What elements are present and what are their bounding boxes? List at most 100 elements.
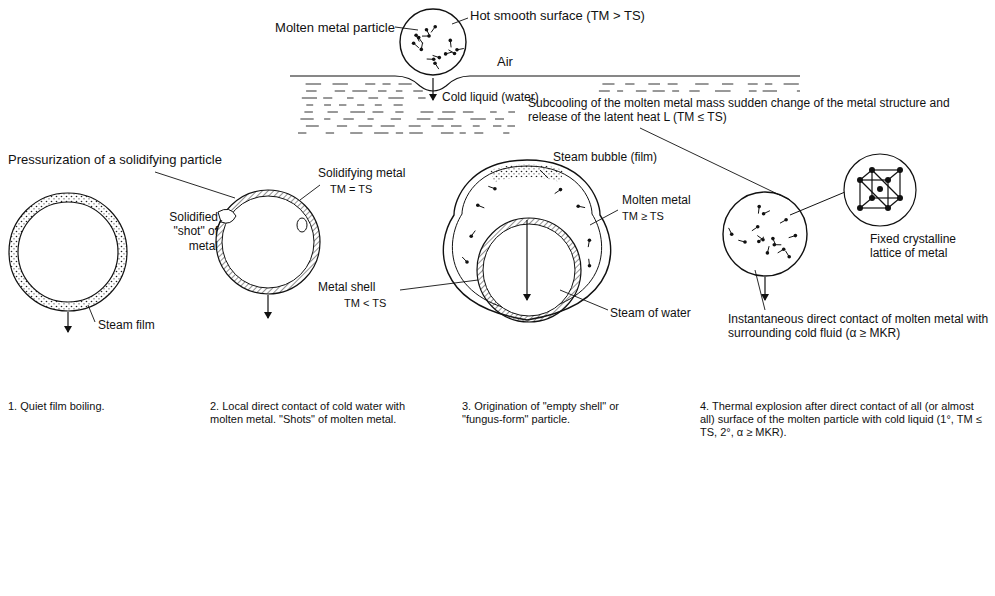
stage-caption: 4. Thermal explosion after direct contac… xyxy=(700,400,990,440)
lattice-atoms xyxy=(857,167,903,211)
molecule xyxy=(789,236,796,238)
water-dash xyxy=(636,91,647,92)
stage-caption: 3. Origination of "empty shell" or "fung… xyxy=(462,400,652,426)
molecule xyxy=(588,240,589,247)
water-dash xyxy=(368,98,378,99)
lattice-inset xyxy=(844,154,916,226)
water-dash xyxy=(343,119,353,120)
water-dash xyxy=(715,91,731,92)
molecule xyxy=(767,246,769,253)
water-dash xyxy=(306,84,322,85)
water-dash xyxy=(625,84,634,85)
steam-bubble xyxy=(443,160,610,320)
water-dash xyxy=(388,98,404,99)
water-dash xyxy=(302,98,317,99)
water-dash xyxy=(409,126,421,127)
water-dash xyxy=(695,84,708,85)
molecule xyxy=(757,236,763,240)
callout-label: Subcooling of the molten metal mass sudd… xyxy=(528,96,988,125)
callout-label: TM ≥ TS xyxy=(622,210,712,223)
water-dash xyxy=(672,91,679,92)
water-dash xyxy=(507,126,515,127)
water-dash xyxy=(306,105,313,106)
callout-label: Solidifying metal xyxy=(318,166,468,180)
leader-line xyxy=(790,192,845,215)
molecule xyxy=(778,249,784,253)
water-dash xyxy=(350,133,362,134)
water-dash xyxy=(323,98,332,99)
water-dash xyxy=(689,91,699,92)
water-dash xyxy=(381,126,395,127)
water-dash xyxy=(394,105,403,106)
water-dash xyxy=(451,126,462,127)
water-dash xyxy=(495,119,504,120)
water-dash xyxy=(374,133,388,134)
crystal-lattice xyxy=(860,170,900,208)
water-dash xyxy=(668,84,678,85)
callout-label: TM = TS xyxy=(330,183,420,196)
water-dash xyxy=(648,84,660,85)
molecule xyxy=(433,55,440,57)
molecule xyxy=(457,49,464,50)
water-dash xyxy=(460,133,466,134)
callout-label: TM < TS xyxy=(344,297,424,310)
water-dash xyxy=(375,105,382,106)
water-dash xyxy=(413,91,423,92)
molten-particle xyxy=(222,196,314,288)
callout-label: Steam film xyxy=(98,318,198,332)
water-dash xyxy=(306,126,319,127)
molecule xyxy=(780,220,786,223)
leader-lines xyxy=(88,18,790,322)
water-dash xyxy=(463,112,474,113)
water-dash xyxy=(300,119,313,120)
molecule xyxy=(427,30,430,36)
water-dash xyxy=(378,91,387,92)
water-dash xyxy=(368,119,374,120)
water-dash xyxy=(365,84,375,85)
water-dash xyxy=(373,112,384,113)
water-dash xyxy=(417,119,431,120)
callout-label: Steam of water xyxy=(610,306,720,320)
water-dash xyxy=(339,105,346,106)
callout-label: Solidified "shot" of metal xyxy=(150,210,218,253)
molecule xyxy=(773,239,776,245)
water-dash xyxy=(418,98,426,99)
water-dash xyxy=(350,112,365,113)
callout-label: Metal shell xyxy=(318,280,408,294)
water-dash xyxy=(508,112,515,113)
water-dash xyxy=(722,84,733,85)
molecule xyxy=(729,228,732,234)
water-dash xyxy=(653,91,665,92)
callout-label: Pressurization of a solidifying particle xyxy=(8,152,238,168)
callout-label: Instantaneous direct contact of molten m… xyxy=(728,312,990,341)
molecule xyxy=(758,207,760,214)
water-dash xyxy=(324,105,331,106)
water-dash xyxy=(396,133,403,134)
water-dash xyxy=(474,133,483,134)
fall-arrow xyxy=(526,220,527,300)
molten-particle xyxy=(18,202,118,302)
stage-caption: 2. Local direct contact of cold water wi… xyxy=(210,400,425,426)
metal-shot xyxy=(218,209,236,223)
water-dash xyxy=(493,126,501,127)
water-dash xyxy=(396,91,403,92)
water-dash xyxy=(431,126,443,127)
molecule xyxy=(578,206,585,207)
water-dash xyxy=(352,91,367,92)
water-dash xyxy=(442,112,455,113)
fall-arrow xyxy=(764,277,765,300)
molten-metal xyxy=(452,166,601,313)
callout-label: Air xyxy=(497,54,537,70)
molecule xyxy=(752,227,758,231)
water-dash xyxy=(473,126,480,127)
molecule xyxy=(446,52,453,54)
molecule xyxy=(471,231,475,237)
water-dash xyxy=(326,133,334,134)
callout-label: Molten metal particle xyxy=(170,20,395,36)
water-dash xyxy=(306,91,317,92)
water-dash xyxy=(421,112,434,113)
callout-label: Fixed crystalline lattice of metal xyxy=(870,232,990,261)
water-dash xyxy=(395,112,403,113)
steam-film xyxy=(9,193,127,311)
